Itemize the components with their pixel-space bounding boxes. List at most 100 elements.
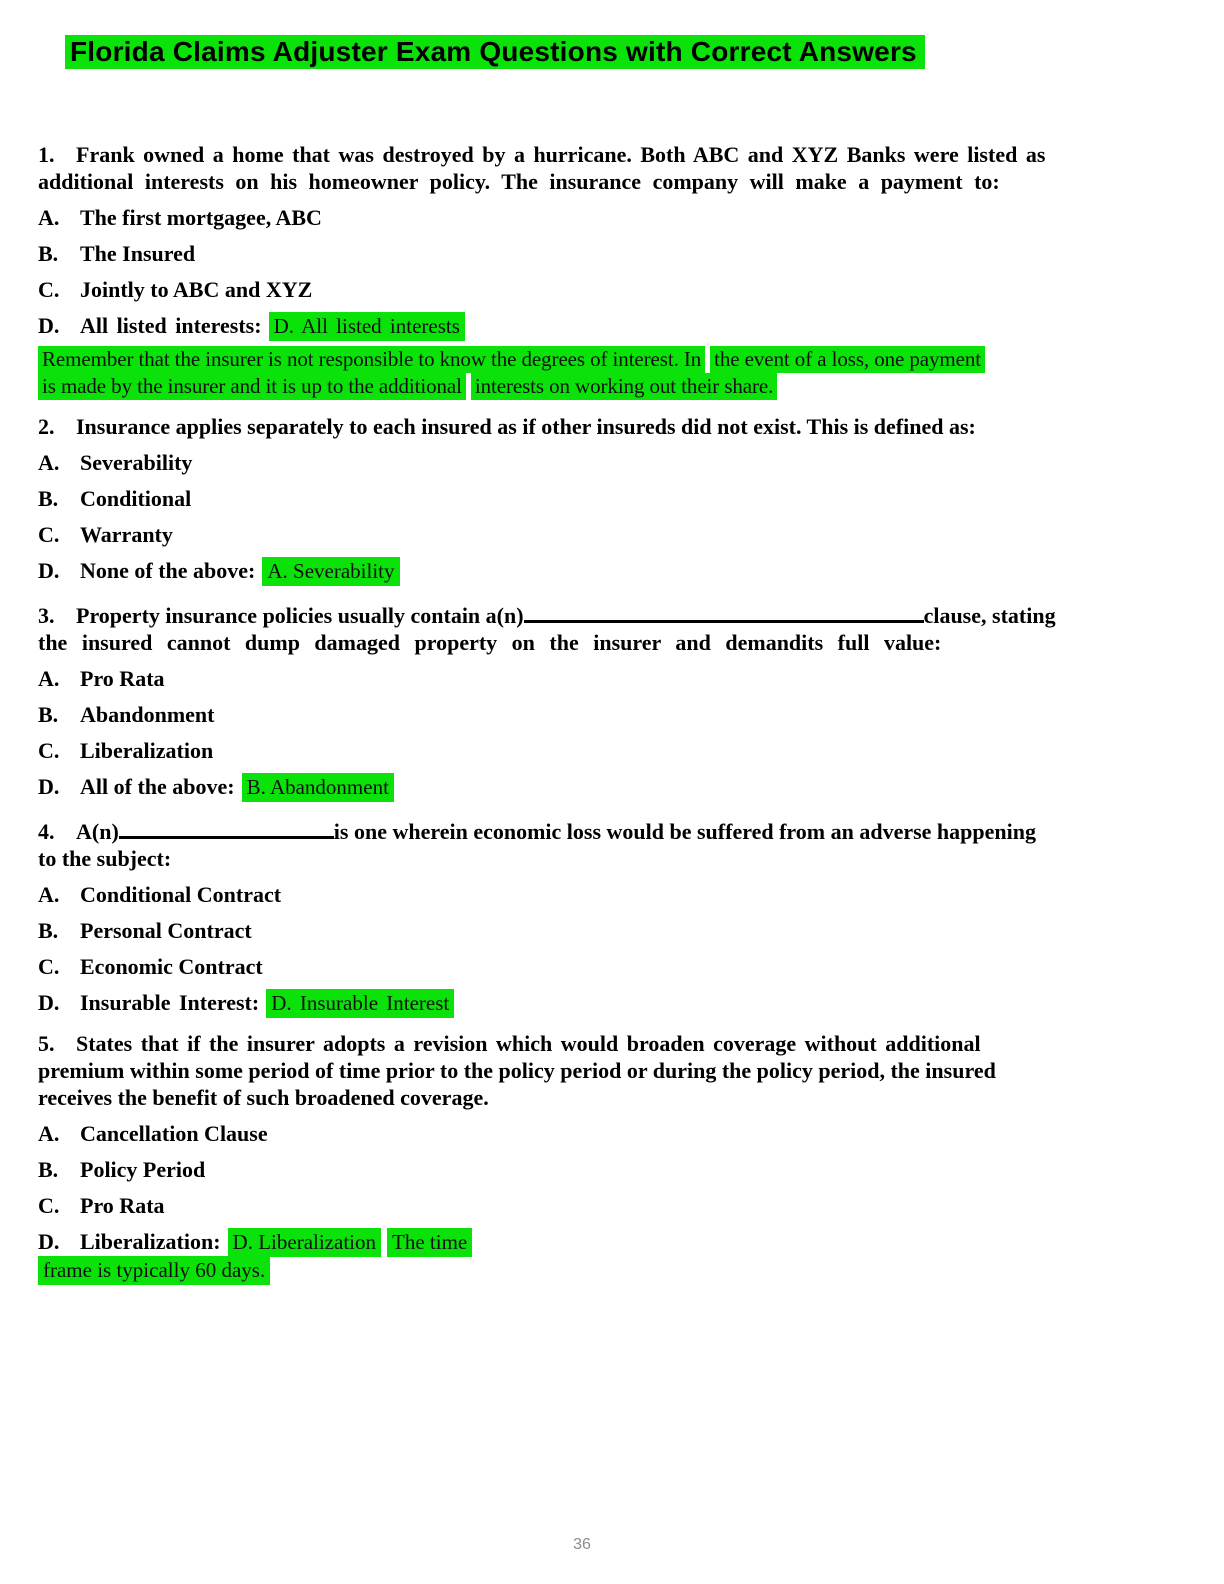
option-text: Personal Contract (80, 918, 252, 943)
question-1-explanation-line-2: is made by the insurer and it is up to t… (38, 373, 1190, 400)
option-text: Cancellation Clause (80, 1121, 268, 1146)
question-4-option-b: B. Personal Contract (38, 917, 1190, 944)
title-block: Florida Claims Adjuster Exam Questions w… (65, 0, 1190, 71)
option-text: Insurable Interest: (80, 990, 260, 1015)
question-3-line-1: 3. Property insurance policies usually co… (38, 598, 1190, 629)
explanation-highlight: is made by the insurer and it is up to t… (38, 373, 466, 400)
option-text: Conditional Contract (80, 882, 282, 907)
option-label: A. (38, 882, 60, 907)
question-4-option-d: D. Insurable Interest:D. Insurable Intere… (38, 989, 1190, 1018)
question-4-text-pre: A(n) (76, 819, 119, 844)
option-text: Warranty (80, 522, 173, 547)
question-2: 2. Insurance applies separately to each i… (38, 413, 1190, 586)
option-text: All of the above: (80, 774, 235, 799)
question-2-line-1: 2. Insurance applies separately to each i… (38, 413, 1190, 440)
question-1-text: Frank owned a home that was destroyed by… (76, 142, 1046, 167)
question-1-line-1: 1. Frank owned a home that was destroyed … (38, 141, 1190, 168)
question-5-line-1: 5. States that if the insurer adopts a re… (38, 1030, 1190, 1057)
question-1-option-d: D. All listed interests:D. All listed int… (38, 312, 1190, 341)
question-1-explanation-line-1: Remember that the insurer is not respons… (38, 346, 1190, 373)
option-text: The Insured (80, 241, 196, 266)
option-label: D. (38, 558, 60, 583)
question-3-option-a: A. Pro Rata (38, 665, 1190, 692)
answer-highlight: The time (387, 1228, 473, 1257)
option-text: Pro Rata (80, 666, 165, 691)
question-2-option-c: C. Warranty (38, 521, 1190, 548)
question-1-option-b: B. The Insured (38, 240, 1190, 267)
page-content: Florida Claims Adjuster Exam Questions w… (38, 0, 1190, 1285)
option-label: A. (38, 666, 60, 691)
question-5-option-c: C. Pro Rata (38, 1192, 1190, 1219)
page-number: 36 (573, 1536, 591, 1553)
option-label: A. (38, 1121, 60, 1146)
question-3-option-d: D. All of the above:B. Abandonment (38, 773, 1190, 802)
option-text: Liberalization: (80, 1229, 221, 1254)
option-text: Pro Rata (80, 1193, 165, 1218)
question-3-text-post: clause, stating (923, 603, 1056, 628)
option-text: None of the above: (80, 558, 256, 583)
page-title: Florida Claims Adjuster Exam Questions w… (65, 35, 925, 69)
question-3-text-pre: Property insurance policies usually cont… (76, 603, 524, 628)
option-text: Liberalization (80, 738, 214, 763)
option-label: C. (38, 522, 60, 547)
blank-line (118, 814, 334, 839)
question-4-number: 4. (38, 819, 55, 844)
question-1-option-a: A. The first mortgagee, ABC (38, 204, 1190, 231)
question-5-option-a: A. Cancellation Clause (38, 1120, 1190, 1147)
answer-highlight: B. Abandonment (241, 773, 394, 802)
question-3: 3. Property insurance policies usually co… (38, 598, 1190, 802)
blank-line (523, 598, 924, 623)
question-1: 1. Frank owned a home that was destroyed … (38, 141, 1190, 400)
question-2-option-d: D.None of the above:A. Severability (38, 557, 1190, 586)
option-label: D. (38, 313, 60, 338)
option-label: A. (38, 205, 60, 230)
option-label: C. (38, 1193, 60, 1218)
question-3-option-b: B.Abandonment (38, 701, 1190, 728)
answer-highlight-continuation: frame is typically 60 days. (38, 1256, 271, 1285)
option-label: C. (38, 738, 60, 763)
option-label: D. (38, 774, 60, 799)
question-5-line-3: receives the benefit of such broadened c… (38, 1085, 489, 1110)
question-1-line-2: additional interests on his homeowner po… (38, 169, 1000, 194)
option-label: C. (38, 277, 60, 302)
question-2-number: 2. (38, 414, 55, 439)
question-5: 5. States that if the insurer adopts a re… (38, 1030, 1190, 1285)
question-2-option-a: A. Severability (38, 449, 1190, 476)
option-text: The first mortgagee, ABC (80, 205, 322, 230)
question-3-line-2: the insured cannot dump damaged property… (38, 630, 942, 655)
answer-highlight: D. Liberalization (227, 1228, 381, 1257)
explanation-highlight: Remember that the insurer is not respons… (38, 346, 706, 373)
option-text: Policy Period (80, 1157, 206, 1182)
question-2-text: Insurance applies separately to each ins… (76, 414, 976, 439)
question-1-number: 1. (38, 142, 55, 167)
option-text: Jointly to ABC and XYZ (80, 277, 313, 302)
question-5-text: States that if the insurer adopts a revi… (76, 1031, 981, 1056)
answer-highlight: D. All listed interests (268, 312, 465, 341)
question-5-option-b: B. Policy Period (38, 1156, 1190, 1183)
question-2-option-b: B. Conditional (38, 485, 1190, 512)
option-label: A. (38, 450, 60, 475)
option-label: D. (38, 990, 60, 1015)
question-3-number: 3. (38, 603, 55, 628)
question-4-text-post: is one wherein economic loss would be su… (333, 819, 1036, 844)
option-text: All listed interests: (80, 313, 262, 338)
question-5-number: 5. (38, 1031, 55, 1056)
option-text: Abandonment (80, 702, 215, 727)
option-text: Conditional (80, 486, 192, 511)
option-label: B. (38, 918, 59, 943)
question-5-line-2: premium within some period of time prior… (38, 1058, 996, 1083)
question-4-option-a: A. Conditional Contract (38, 881, 1190, 908)
option-label: B. (38, 486, 59, 511)
option-label: B. (38, 1157, 59, 1182)
question-4-line-1: 4. A(n) is one wherein economic loss would… (38, 814, 1190, 845)
question-1-option-c: C. Jointly to ABC and XYZ (38, 276, 1190, 303)
explanation-highlight: the event of a loss, one payment (710, 346, 985, 373)
page-footer: 36 (0, 1536, 1224, 1554)
option-label: D. (38, 1229, 60, 1254)
option-text: Severability (80, 450, 193, 475)
answer-highlight: D. Insurable Interest (266, 989, 455, 1018)
question-3-option-c: C. Liberalization (38, 737, 1190, 764)
option-label: B. (38, 241, 59, 266)
explanation-highlight: interests on working out their share. (470, 373, 778, 400)
